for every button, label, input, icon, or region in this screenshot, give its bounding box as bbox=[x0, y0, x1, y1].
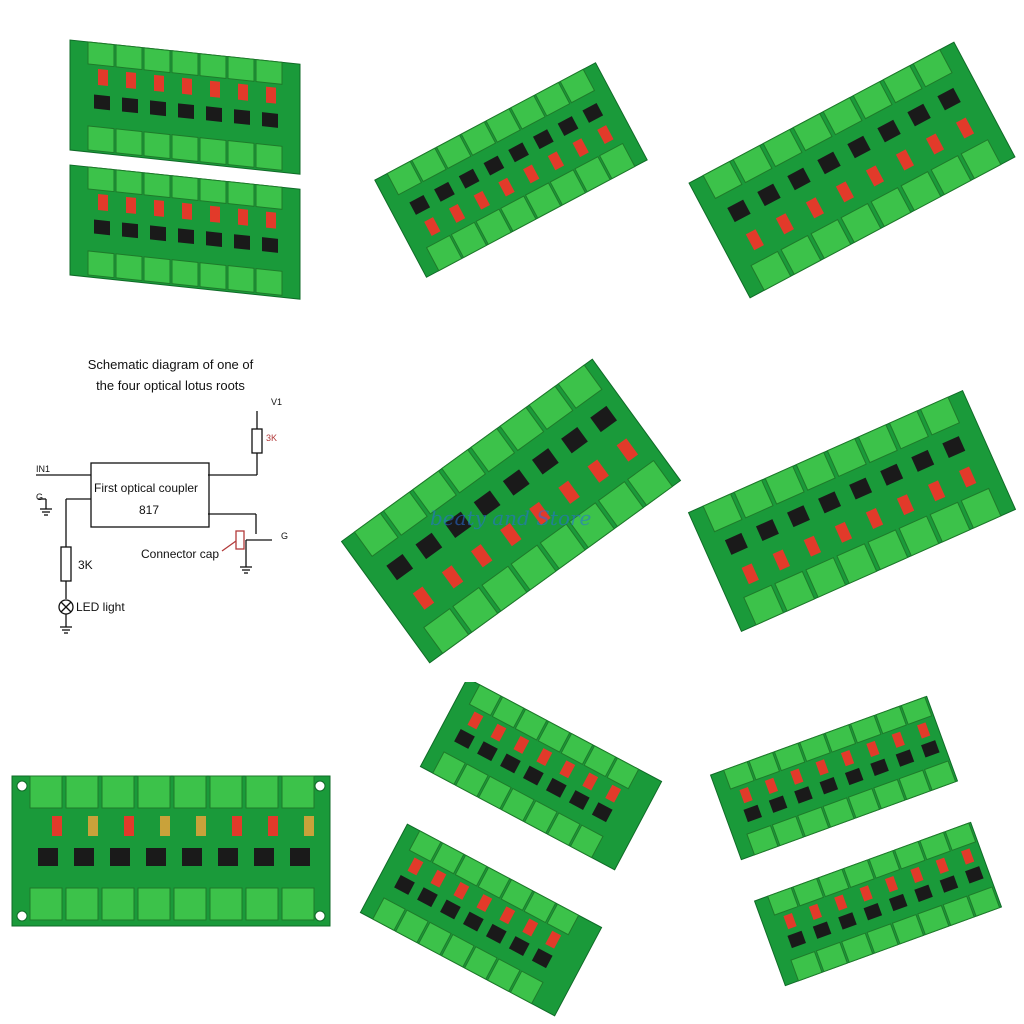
schematic-wiring bbox=[36, 411, 272, 634]
photo-two-boards-bottom-right bbox=[682, 682, 1023, 1023]
board-illustration bbox=[688, 41, 1016, 299]
led-light-label: LED light bbox=[76, 600, 125, 614]
photo-board-angled-middle-right bbox=[682, 341, 1023, 682]
board-pair-illustration bbox=[709, 695, 1003, 987]
board-pair-illustration bbox=[69, 39, 301, 300]
board-illustration bbox=[11, 775, 331, 927]
connector-cap-label: Connector cap bbox=[141, 547, 220, 561]
resistor-bottom-label: 3K bbox=[78, 558, 93, 572]
coupler-label: First optical coupler bbox=[94, 481, 199, 495]
g-left-label: G bbox=[36, 492, 44, 502]
photo-board-angled-center bbox=[341, 341, 682, 682]
photo-board-angled-top-right bbox=[682, 0, 1023, 341]
board-illustration bbox=[687, 389, 1017, 633]
v1-label: V1 bbox=[271, 397, 283, 407]
photo-two-boards-bottom-center bbox=[341, 682, 682, 1023]
board-pair-illustration bbox=[359, 682, 663, 1017]
schematic-title-line1: Schematic diagram of one of bbox=[87, 357, 254, 372]
coupler-part-number: 817 bbox=[139, 503, 160, 517]
board-illustration bbox=[341, 358, 682, 664]
g-right-label: G bbox=[281, 531, 289, 541]
schematic-diagram: Schematic diagram of one of the four opt… bbox=[0, 341, 341, 682]
photo-board-flat-bottom-left bbox=[0, 682, 341, 1023]
in1-label: IN1 bbox=[36, 464, 51, 474]
photo-two-boards-top-left bbox=[0, 0, 341, 341]
store-watermark: beaty and Store bbox=[430, 506, 592, 530]
board-illustration bbox=[374, 62, 648, 278]
schematic-title-line2: the four optical lotus roots bbox=[96, 378, 245, 393]
photo-board-angled-top-center bbox=[341, 0, 682, 341]
resistor-top-label: 3K bbox=[266, 433, 278, 443]
